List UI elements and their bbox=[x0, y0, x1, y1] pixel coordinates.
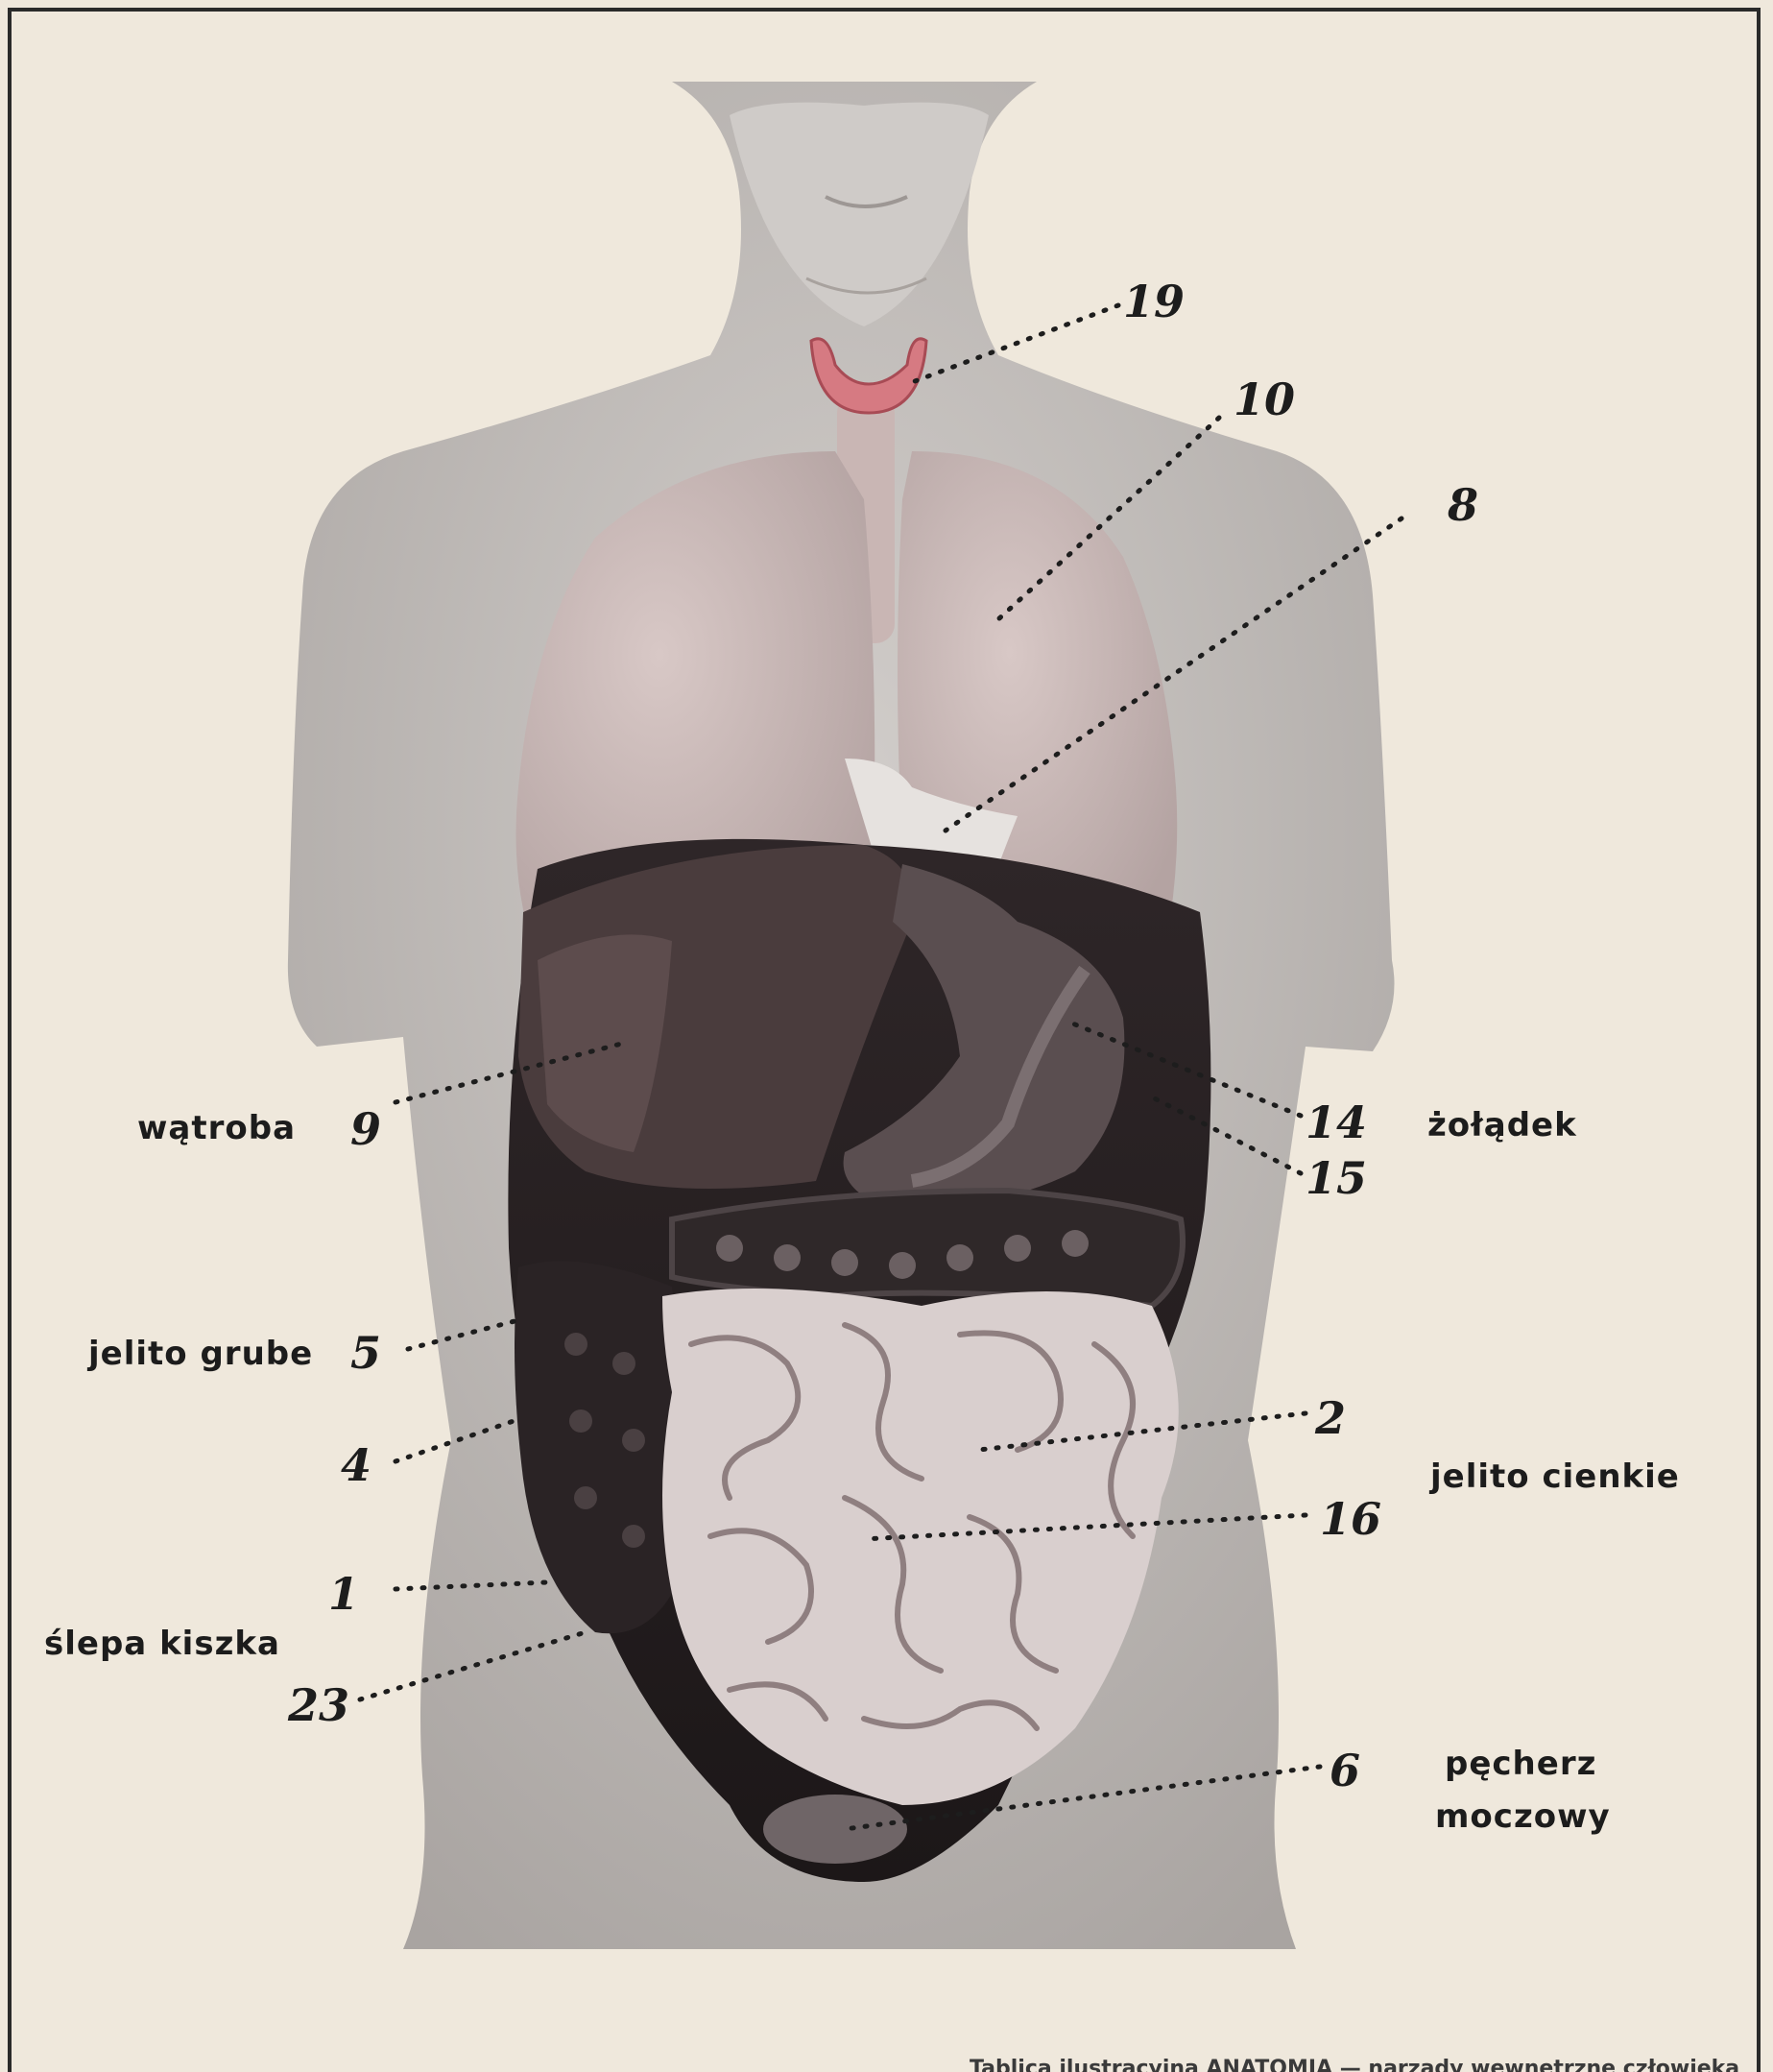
label-stomach: żołądek bbox=[1427, 1106, 1577, 1144]
callout-4: 4 bbox=[341, 1439, 371, 1491]
label-bladder-line2: moczowy bbox=[1435, 1797, 1611, 1836]
callout-5: 5 bbox=[350, 1327, 381, 1379]
callout-10: 10 bbox=[1234, 373, 1295, 425]
label-bladder-line1: pęcherz bbox=[1445, 1745, 1596, 1783]
label-liver: wątroba bbox=[137, 1109, 296, 1147]
transverse-colon bbox=[672, 1191, 1183, 1306]
label-small-intestine: jelito cienkie bbox=[1430, 1458, 1680, 1496]
page-caption: Tablica ilustracyjna ANATOMIA — narządy … bbox=[970, 2053, 1773, 2072]
label-large-intestine: jelito grube bbox=[88, 1335, 313, 1373]
callout-23: 23 bbox=[287, 1679, 349, 1731]
callout-6: 6 bbox=[1330, 1745, 1360, 1796]
callout-9: 9 bbox=[350, 1103, 381, 1155]
callout-8: 8 bbox=[1447, 479, 1478, 531]
callout-15: 15 bbox=[1306, 1152, 1367, 1204]
bladder bbox=[763, 1795, 907, 1864]
callout-1: 1 bbox=[328, 1568, 359, 1620]
label-caecum: ślepa kiszka bbox=[44, 1625, 280, 1663]
callout-14: 14 bbox=[1306, 1096, 1367, 1148]
callout-19: 19 bbox=[1123, 276, 1185, 327]
callout-16: 16 bbox=[1320, 1493, 1381, 1545]
callout-2: 2 bbox=[1314, 1392, 1346, 1444]
